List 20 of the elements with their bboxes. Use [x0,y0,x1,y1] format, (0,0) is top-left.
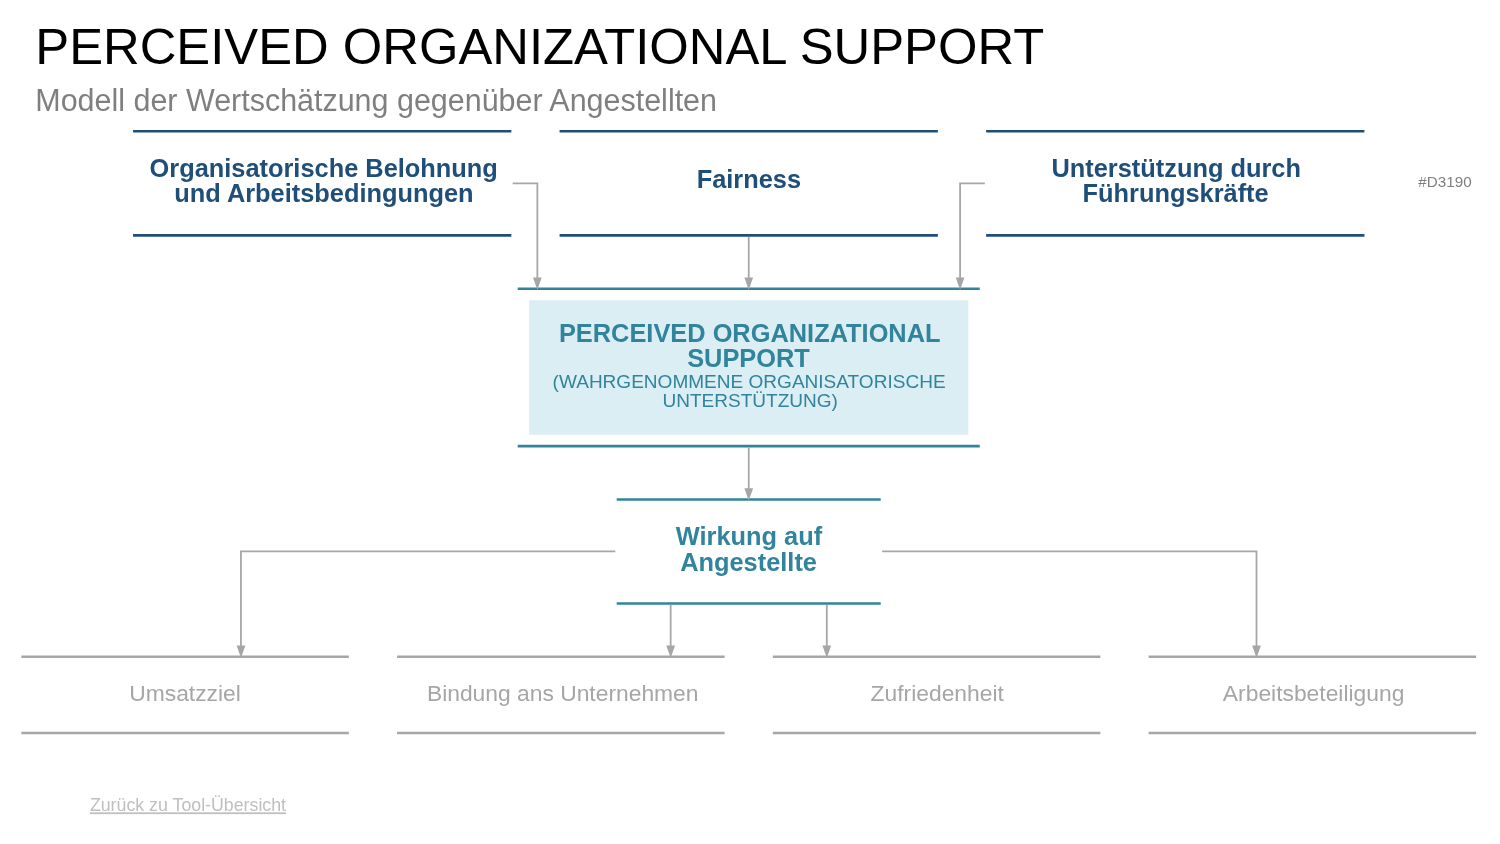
label: #D3190 [1418,173,1472,191]
node-text: Unterstützung durch Führungskräfte [1051,154,1302,208]
node-text: Arbeitsbeteiligung [1222,679,1405,706]
arrow [511,182,542,290]
diagram-title: PERCEIVED ORGANIZATIONAL SUPPORT [35,18,1045,76]
label: Zurück zu Tool-Übersicht [89,795,287,816]
node-text: Fairness [696,165,802,194]
node-text: Bindung ans Unternehmen [426,679,699,706]
node-text: Organisatorische Belohnung und Arbeitsbedingungen [149,154,498,208]
arrow [822,604,832,659]
caption: Modell der Wertschätzung gegenüber Angestellten [35,83,717,118]
arrow [666,604,676,659]
arrow [881,550,1261,659]
arrow [236,550,617,659]
arrow [744,236,754,290]
node-text: Wirkung auf Angestellte [675,522,823,576]
arrow [955,182,986,290]
arrow [744,446,754,501]
node-text: Umsatzziel [129,679,241,706]
node-text: Zufriedenheit [870,679,1004,706]
